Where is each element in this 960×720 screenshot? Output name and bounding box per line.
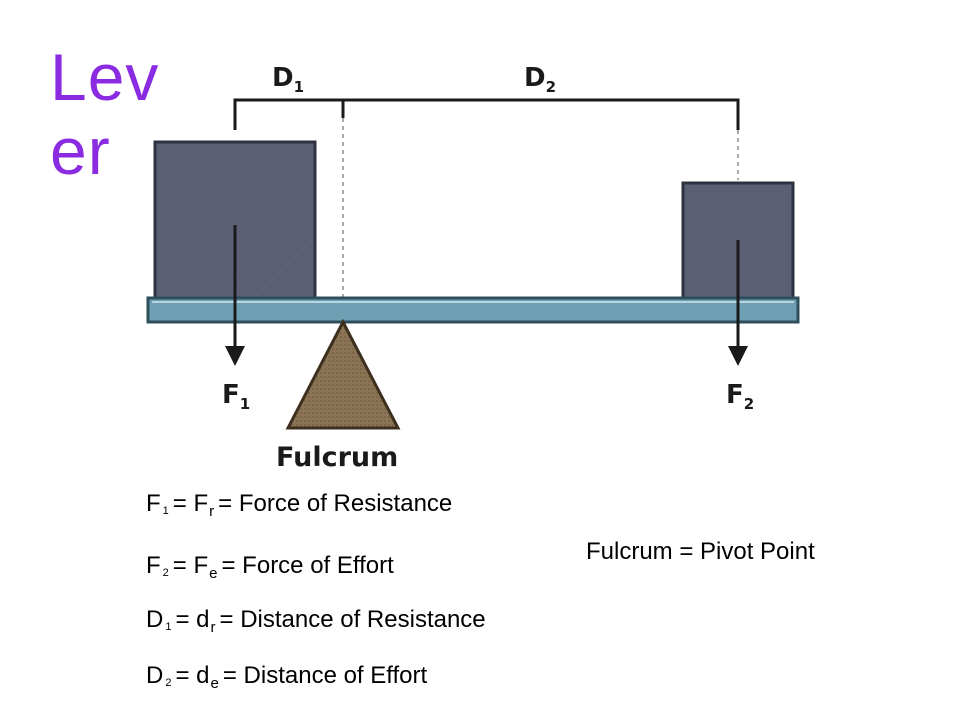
- d2-label: D2: [524, 63, 556, 96]
- f2-label: F2: [726, 380, 754, 413]
- title-line-1: Lev: [50, 40, 160, 114]
- fulcrum-label: Fulcrum: [276, 442, 398, 473]
- f2-arrow: [728, 240, 748, 366]
- title-line-2: er: [50, 114, 111, 188]
- d1-label: D1: [272, 63, 304, 96]
- lever-diagram: D1 D2 F1 F2 Fulcrum: [146, 63, 800, 473]
- distance-bracket: [233, 98, 740, 298]
- fulcrum-triangle: [285, 318, 401, 430]
- f1-label: F1: [222, 380, 250, 413]
- f1-arrow: [225, 225, 245, 366]
- page-title: Lev er: [50, 40, 190, 188]
- pivot-note: Fulcrum = Pivot Point: [586, 538, 815, 565]
